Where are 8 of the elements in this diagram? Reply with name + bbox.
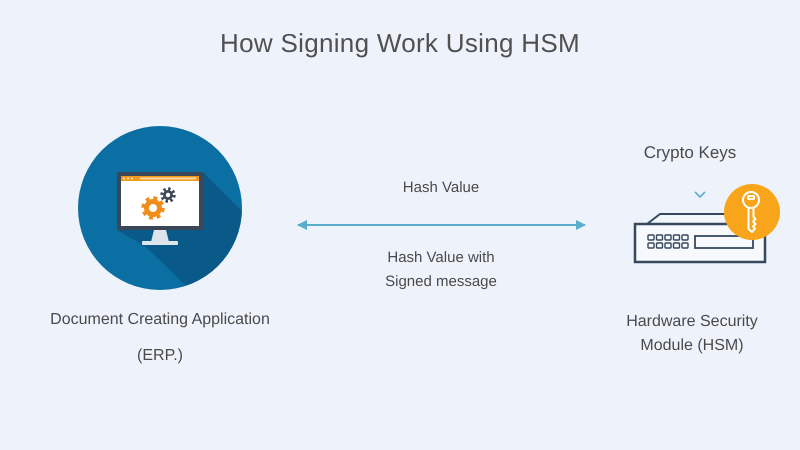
node-label: Hardware Security Module (HSM) (625, 312, 759, 356)
node-caption: (ERP.) (137, 346, 183, 366)
diagram-title: How Signing Work Using HSM (220, 28, 580, 59)
double-headed-arrow (297, 220, 586, 230)
node-label: Document Creating Application (50, 310, 270, 330)
arrow-caption: Hash Value with Signed message (384, 248, 498, 292)
node-caption: Crypto Keys (644, 142, 736, 164)
edge-label: Hash Value (402, 178, 480, 198)
